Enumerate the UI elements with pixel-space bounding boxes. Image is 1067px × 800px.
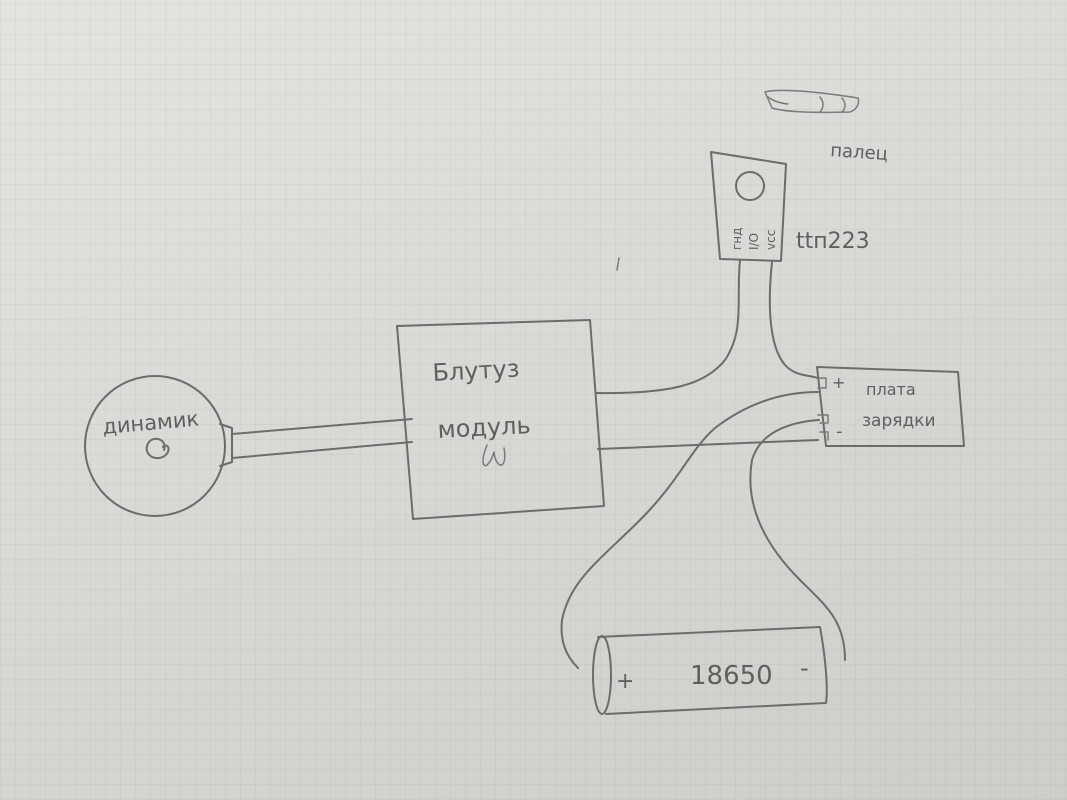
finger-outline [764,89,860,114]
wire-charger-to-battery-plus [560,391,819,669]
finger-label: палец [830,140,889,165]
wire-charger-to-battery-minus [749,419,846,661]
sensor-pin-io: I/O [747,233,761,250]
battery-minus-label: - [800,654,809,682]
charging-board: + - плата зарядки [816,366,965,447]
wire-sensor-gnd-to-module [595,259,741,395]
charging-board-pins [816,377,829,441]
bluetooth-module-box [396,319,605,520]
charger-label-line2: зарядки [862,411,936,431]
finger-sketch: палец [764,89,889,165]
battery-label: 18650 [690,661,773,691]
speaker-body [84,375,226,517]
touch-sensor: гнд I/O vcc ttп223 [710,151,870,262]
speaker-connector [219,423,233,467]
wire-module-to-charger-minus [597,439,819,450]
charger-label-line1: плата [866,380,916,399]
battery: + 18650 - [592,626,828,715]
sensor-pin-gnd: гнд [730,228,744,250]
charger-minus-label: - [836,421,843,442]
sensor-pin-vcc: vcc [764,230,778,250]
bluetooth-scribble [482,444,506,467]
touch-sensor-board [710,151,787,262]
bluetooth-label-line1: Блутуз [432,354,520,387]
bluetooth-label-line2: модуль [437,411,531,444]
speaker-wires [231,418,413,459]
battery-end-cap [592,635,612,715]
finger-nail [767,96,789,105]
finger-knuckles [819,96,846,113]
wire-sensor-vcc-to-charger [768,261,819,379]
touch-pad-circle [735,171,765,201]
speaker-wire-bottom [231,441,413,459]
battery-plus-label: + [616,669,634,694]
stray-pencil-mark [616,257,620,271]
speaker-center-mark [145,437,170,460]
bluetooth-module: Блутуз модуль [396,319,605,520]
speaker-wire-top [231,418,413,435]
speaker-label: динамик [101,407,200,439]
power-wires [560,259,846,669]
battery-body [597,626,828,715]
charger-plus-label: + [832,373,845,392]
charging-board-box [816,366,965,447]
speaker: динамик [84,375,233,517]
touch-sensor-label: ttп223 [796,229,870,254]
